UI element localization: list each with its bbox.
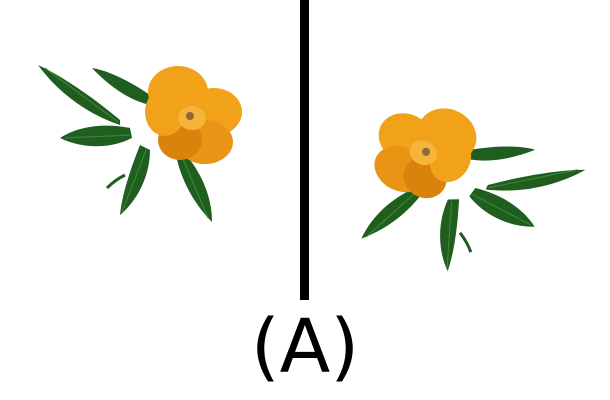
option-label: (A) [250, 304, 360, 390]
vertical-divider [300, 0, 309, 300]
flower-with-leaves-icon [36, 63, 244, 224]
right-flower-image [310, 0, 610, 300]
left-flower-image [0, 0, 300, 300]
flower-with-leaves-mirrored-icon [332, 82, 587, 300]
